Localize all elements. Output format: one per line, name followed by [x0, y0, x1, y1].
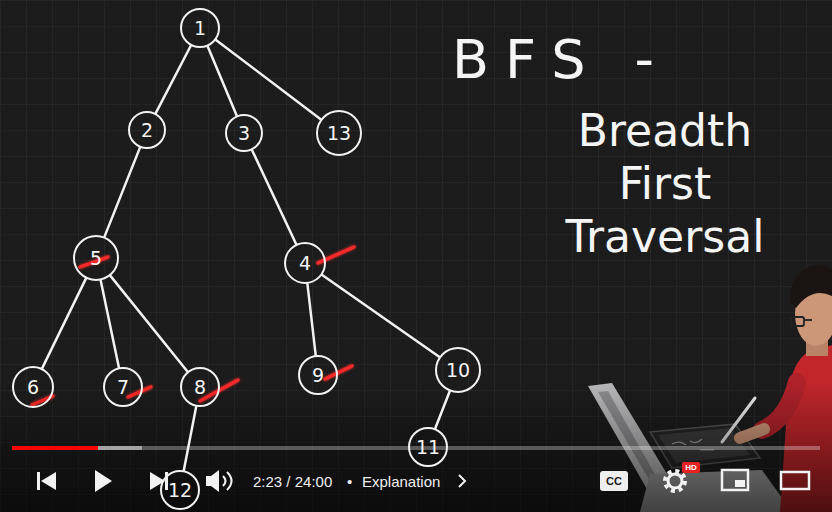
tree-node-circle: 8 — [180, 367, 220, 407]
node-number: 8 — [194, 378, 206, 397]
node-number: 12 — [168, 481, 192, 500]
node-number: 11 — [416, 438, 440, 457]
control-icon — [37, 472, 40, 490]
miniplayer-icon — [735, 480, 745, 487]
tree-edge — [307, 284, 315, 355]
tree-edge — [435, 391, 449, 428]
tree-edge — [42, 279, 86, 368]
hair — [790, 265, 832, 308]
tree-node-circle: 4 — [284, 242, 326, 284]
tree-node-circle: 10 — [435, 347, 481, 393]
hd-text: HD — [682, 462, 700, 473]
video-time: 2:23 / 24:00 — [253, 473, 332, 490]
hd-badge — [682, 462, 700, 473]
tree-node-circle: 1 — [180, 8, 220, 48]
tree-edge — [110, 276, 187, 372]
edge-layer — [42, 40, 449, 470]
settings-gear — [665, 471, 685, 491]
tree-node-circle: 7 — [103, 367, 143, 407]
glasses — [791, 317, 804, 326]
captions-text: CC — [600, 474, 628, 488]
visited-strike — [318, 247, 354, 263]
control-icon — [41, 472, 56, 490]
settings-gear — [668, 474, 682, 488]
progress-buffer — [12, 446, 142, 450]
node-number: 3 — [238, 124, 250, 143]
miniplayer-icon — [722, 470, 748, 490]
tree-node-circle: 12 — [160, 470, 200, 510]
tree-edge — [184, 407, 196, 471]
captions-icon — [600, 471, 628, 491]
theater-icon — [781, 472, 809, 489]
node-number: 4 — [299, 254, 311, 273]
tree-node-circle: 11 — [408, 427, 448, 467]
tree-edge — [252, 150, 296, 244]
node-number: 2 — [141, 121, 153, 140]
tree-node-circle: 2 — [128, 111, 166, 149]
separator-dot: • — [347, 473, 352, 490]
visited-strike — [325, 366, 352, 379]
tree-node-circle: 9 — [298, 355, 338, 395]
tree-node-circle: 13 — [316, 110, 362, 156]
control-icon — [95, 470, 112, 492]
tree-edge — [156, 46, 191, 113]
node-number: 1 — [194, 19, 206, 38]
tree-edge — [322, 275, 439, 357]
control-icon — [165, 472, 168, 490]
node-number: 10 — [446, 361, 470, 380]
tree-edge — [101, 281, 119, 368]
tree-node-circle: 6 — [12, 366, 54, 408]
progress-played — [12, 446, 98, 450]
tree-edge — [105, 148, 140, 237]
controls-shade — [0, 380, 832, 512]
tree-node-circle: 3 — [225, 114, 263, 152]
node-number: 5 — [90, 249, 102, 268]
volume-icon — [223, 472, 232, 490]
board-subtitle: Breadth First Traversal — [545, 104, 785, 263]
control-icon — [150, 472, 165, 490]
glasses — [804, 319, 812, 321]
node-number: 7 — [117, 378, 129, 397]
control-icon — [206, 470, 219, 492]
chapter-title: Explanation — [362, 473, 440, 490]
node-number: 13 — [327, 124, 351, 143]
chevron-icon — [459, 475, 465, 487]
node-number: 9 — [312, 366, 324, 385]
tree-node-circle: 5 — [73, 235, 119, 281]
board-title: BFS - — [452, 28, 670, 92]
tree-edge — [216, 40, 321, 119]
node-number: 6 — [27, 378, 39, 397]
tree-edge — [208, 46, 237, 115]
